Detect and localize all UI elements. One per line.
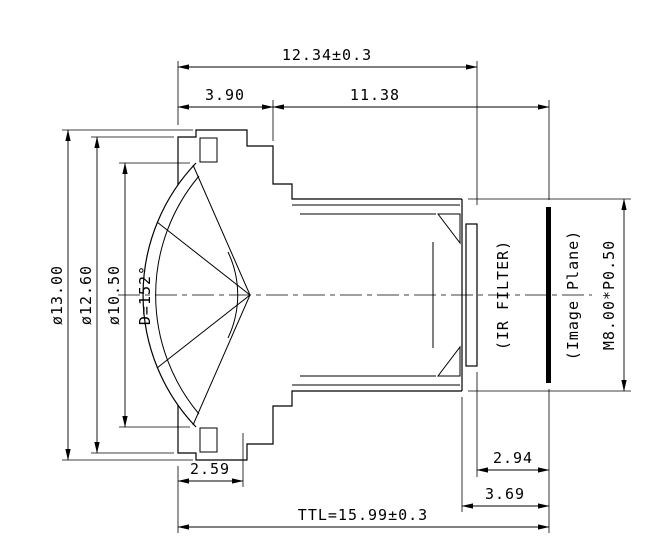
retainer-ring-detail xyxy=(199,137,218,163)
rear-retainer-detail xyxy=(436,213,461,245)
dim-front-offset-label: 2.59 xyxy=(190,460,230,478)
dimension-lines xyxy=(65,64,627,530)
fov-angle-label: D=152° xyxy=(136,265,154,325)
barrel-top-half xyxy=(177,129,462,245)
front-element-rear-surface xyxy=(227,251,239,339)
barrel-bottom-half xyxy=(177,346,463,461)
ir-filter-glass xyxy=(465,223,478,367)
dia-mid-label: ø12.60 xyxy=(77,265,95,325)
dim-overall-length-label: 12.34±0.3 xyxy=(282,46,372,64)
dim-front-length-label: 3.90 xyxy=(205,86,245,104)
front-dome-inner-surface xyxy=(155,175,200,415)
dim-bf-mech-label: 3.69 xyxy=(485,485,525,503)
image-plane-label: (Image Plane) xyxy=(564,230,582,360)
dim-rear-length-label: 11.38 xyxy=(350,86,400,104)
fov-ray-shallow xyxy=(156,221,251,369)
front-dome-outer-surface xyxy=(142,162,197,428)
extension-lines xyxy=(62,61,631,533)
ir-filter-label: (IR FILTER) xyxy=(494,240,512,350)
dim-bf-filter-label: 2.94 xyxy=(493,449,533,467)
dimension-labels: 12.34±0.3 3.90 11.38 ø13.00 ø12.60 ø10.5… xyxy=(48,46,618,524)
image-plane-bar xyxy=(546,207,551,383)
dim-ttl-label: TTL=15.99±0.3 xyxy=(298,506,428,524)
thread-spec-label: M8.00*P0.50 xyxy=(600,240,618,350)
dia-outer-label: ø13.00 xyxy=(48,265,66,325)
dia-lens-label: ø10.50 xyxy=(105,265,123,325)
barrel-outer-profile xyxy=(177,129,462,200)
